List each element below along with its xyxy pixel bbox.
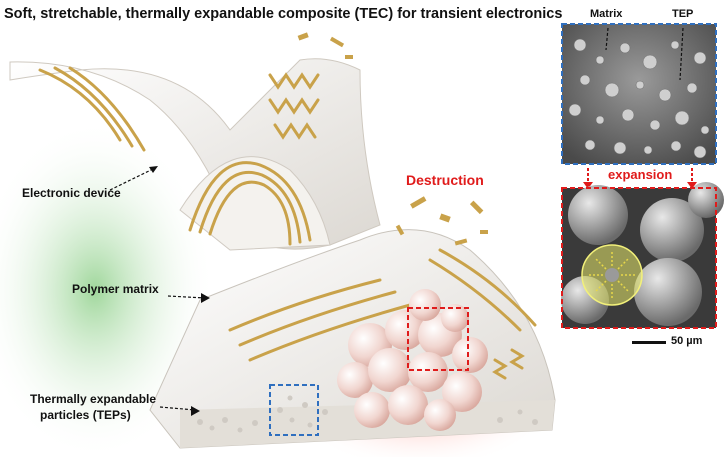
expansion-arrows <box>587 168 693 183</box>
label-expansion: expansion <box>608 167 673 182</box>
sheet-bulge <box>179 156 331 251</box>
scale-bar <box>632 341 666 344</box>
label-electronic-device: Electronic device <box>22 186 121 200</box>
label-tep: TEP <box>672 8 694 20</box>
figure-title: Soft, stretchable, thermally expandable … <box>4 6 563 22</box>
debris-fragments <box>297 32 488 246</box>
gold-interconnects <box>38 66 537 380</box>
red-dashed-box <box>407 307 469 371</box>
expansion-arrowheads <box>583 182 697 189</box>
leader-arrows <box>109 167 206 411</box>
sem-expanded-panel <box>561 182 724 329</box>
label-teps-line1: Thermally expandable <box>30 392 157 406</box>
label-matrix: Matrix <box>590 8 623 20</box>
blue-dashed-box <box>269 384 319 436</box>
sem-matrix-panel <box>561 23 717 165</box>
green-glow <box>0 120 215 457</box>
sem-pointer-arrows <box>605 27 684 81</box>
label-polymer-matrix: Polymer matrix <box>72 282 159 296</box>
expanded-particles <box>337 289 488 431</box>
label-destruction: Destruction <box>406 172 484 188</box>
small-teps <box>197 395 538 433</box>
leader-arrowheads <box>149 166 210 416</box>
label-teps-line2: particles (TEPs) <box>40 408 131 422</box>
label-scale: 50 µm <box>671 335 703 347</box>
